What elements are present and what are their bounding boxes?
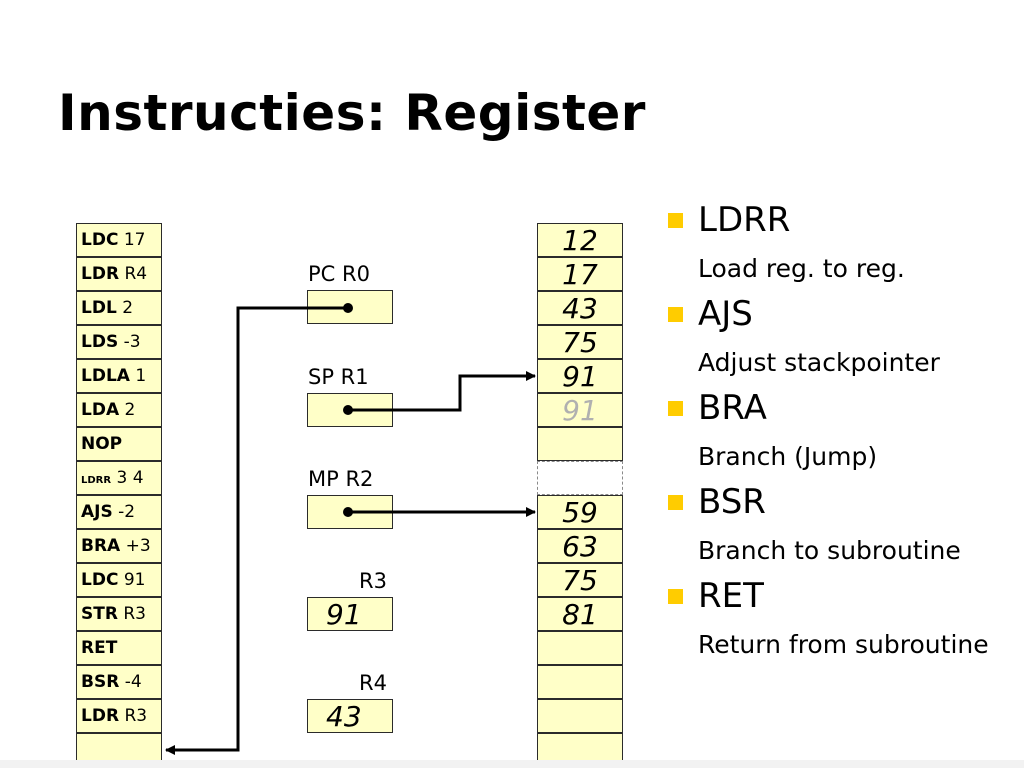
program-cell: LDA 2 xyxy=(76,393,162,427)
instruction-name: LDRR xyxy=(698,200,791,240)
opcode: LDRR xyxy=(81,475,112,486)
stack-cell: 63 xyxy=(537,529,623,563)
program-cell: LDC 17 xyxy=(76,223,162,257)
instruction-name: RET xyxy=(698,576,764,616)
r3-register-box: 91 xyxy=(307,597,393,631)
stack-gap-cell xyxy=(537,461,623,495)
opcode: BRA xyxy=(81,536,121,556)
mp-pointer-arrow xyxy=(343,507,536,517)
instruction-name: AJS xyxy=(698,294,753,334)
program-cell: LDRR 3 4 xyxy=(76,461,162,495)
r4-register-box: 43 xyxy=(307,699,393,733)
opcode: BSR xyxy=(81,672,120,692)
operand: -3 xyxy=(123,332,141,352)
stack-cell: 59 xyxy=(537,495,623,529)
operand: R3 xyxy=(124,706,148,726)
program-cell: AJS -2 xyxy=(76,495,162,529)
operand: -4 xyxy=(124,672,142,692)
opcode: LDC xyxy=(81,230,119,250)
bullet-square-icon xyxy=(668,589,683,604)
opcode: LDR xyxy=(81,264,120,284)
program-cell: BSR -4 xyxy=(76,665,162,699)
program-cell: STR R3 xyxy=(76,597,162,631)
operand: +3 xyxy=(125,536,151,556)
opcode: LDL xyxy=(81,298,117,318)
stack-cell: 12 xyxy=(537,223,623,257)
stack-cell: 43 xyxy=(537,291,623,325)
instruction-name: BSR xyxy=(698,482,766,522)
bullet-square-icon xyxy=(668,401,683,416)
bullet-square-icon xyxy=(668,495,683,510)
pc-pointer-arrow xyxy=(165,303,353,755)
instruction-description: Return from subroutine xyxy=(698,630,989,659)
stack-cell xyxy=(537,427,623,461)
r4-register-label: R4 xyxy=(359,671,387,695)
bullet-square-icon xyxy=(668,307,683,322)
operand: R3 xyxy=(123,604,146,624)
opcode: LDR xyxy=(81,706,120,726)
program-cell: NOP xyxy=(76,427,162,461)
slide-title: Instructies: Register xyxy=(58,84,646,142)
instruction-description: Branch to subroutine xyxy=(698,536,961,565)
stack-cell: 81 xyxy=(537,597,623,631)
opcode: LDS xyxy=(81,332,119,352)
opcode: RET xyxy=(81,638,118,658)
operand: 1 xyxy=(135,366,147,386)
opcode: LDA xyxy=(81,400,120,420)
program-cell: LDLA 1 xyxy=(76,359,162,393)
stack-cell-faded: 91 xyxy=(537,393,623,427)
operand: 3 4 xyxy=(116,468,144,488)
pc-register-label: PC R0 xyxy=(308,262,370,286)
program-cell: LDR R4 xyxy=(76,257,162,291)
operand: -2 xyxy=(118,502,136,522)
program-cell: RET xyxy=(76,631,162,665)
program-cell: LDS -3 xyxy=(76,325,162,359)
operand: 2 xyxy=(122,298,134,318)
footer-strip xyxy=(0,760,1024,768)
instruction-description: Load reg. to reg. xyxy=(698,254,905,283)
operand: R4 xyxy=(124,264,148,284)
stack-cell: 75 xyxy=(537,563,623,597)
program-cell: LDC 91 xyxy=(76,563,162,597)
program-cell: LDL 2 xyxy=(76,291,162,325)
operand: 2 xyxy=(124,400,136,420)
instruction-description: Branch (Jump) xyxy=(698,442,878,471)
bullet-square-icon xyxy=(668,213,683,228)
stack-cell: 91 xyxy=(537,359,623,393)
program-cell: BRA +3 xyxy=(76,529,162,563)
stack-cell: 75 xyxy=(537,325,623,359)
instruction-description: Adjust stackpointer xyxy=(698,348,940,377)
opcode: AJS xyxy=(81,502,113,522)
operand: 17 xyxy=(123,230,146,250)
opcode: STR xyxy=(81,604,118,624)
opcode: NOP xyxy=(81,434,123,454)
instruction-name: BRA xyxy=(698,388,767,428)
program-cell: LDR R3 xyxy=(76,699,162,733)
operand: 91 xyxy=(123,570,146,590)
stack-cell xyxy=(537,631,623,665)
opcode: LDC xyxy=(81,570,119,590)
stack-cell xyxy=(537,665,623,699)
stack-cell xyxy=(537,699,623,733)
sp-pointer-arrow xyxy=(343,371,536,415)
stack-cell: 17 xyxy=(537,257,623,291)
opcode: LDLA xyxy=(81,366,130,386)
r3-register-label: R3 xyxy=(359,569,387,593)
sp-register-label: SP R1 xyxy=(308,365,369,389)
mp-register-label: MP R2 xyxy=(308,467,374,491)
